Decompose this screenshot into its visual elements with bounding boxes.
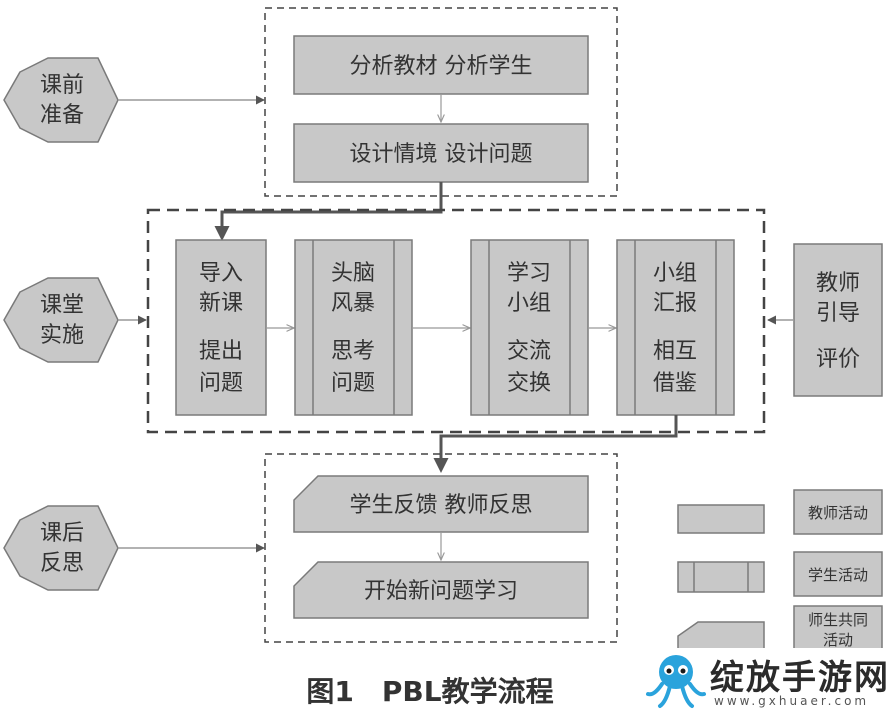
legend: 教师活动 学生活动 师生共同 活动 [677,489,883,655]
prep-to-class-arrow [214,182,443,241]
stage-prep-line2: 准备 [40,103,84,128]
step-brainstorm-b1: 思考 [331,339,375,364]
teacher-guide-l2: 引导 [816,301,860,326]
step-box [470,239,589,416]
legend-student-label: 学生活动 [808,566,868,584]
legend-student-label-box [793,551,883,597]
prep-box-analyze [293,35,589,95]
step-brainstorm-b2: 问题 [331,371,375,396]
watermark: 绽放手游网 www.gxhuaer.com [640,648,890,712]
octopus-logo-icon [646,655,706,708]
class-to-reflect-arrow [433,415,678,473]
teacher-guide-shape [793,243,883,397]
step-box [616,239,735,416]
hexagon-shape [3,57,119,143]
step-group-study-a1: 学习 [507,261,551,286]
hexagon-shape [3,505,119,591]
legend-teacher-label: 教师活动 [808,504,868,522]
legend-teacher-swatch [677,504,765,534]
step-intro-b1: 提出 [199,339,243,364]
class-step-report: 小组 汇报 相互 借鉴 [616,239,735,416]
legend-teacher-label-box [793,489,883,535]
figure-title: PBL教学流程 [381,675,554,708]
class-step-group-study: 学习 小组 交流 交换 [470,239,589,416]
step-intro-b2: 问题 [199,371,243,396]
reflect-box-new-problem [293,561,589,619]
stage-hexagon-reflect: 课后 反思 [3,505,119,591]
stage-hexagon-prep: 课前 准备 [3,57,119,143]
stage-reflect-line1: 课后 [40,521,84,546]
step-box [175,239,267,416]
step-intro-a1: 导入 [199,261,243,286]
step-group-study-a2: 小组 [507,291,551,316]
watermark-url: www.gxhuaer.com [714,694,870,708]
step-group-study-b2: 交换 [507,371,551,396]
stage-hexagon-class: 课堂 实施 [3,277,119,363]
step-report-b2: 借鉴 [653,371,697,396]
step-group-study-b1: 交流 [507,339,551,364]
step-report-a2: 汇报 [653,291,697,316]
prep-group-frame [264,7,618,197]
legend-joint-swatch [677,621,765,651]
class-step-intro: 导入 新课 提出 问题 [175,239,267,416]
figure-number: 图1 [306,675,354,708]
stage-reflect-line2: 反思 [40,551,84,576]
step-intro-a2: 新课 [199,291,243,316]
legend-joint-label-line2: 活动 [823,631,853,649]
teacher-guide-box: 教师 引导 评价 [793,243,883,397]
teacher-guide-l1: 教师 [816,271,860,296]
watermark-text: 绽放手游网 [710,658,890,698]
hexagon-shape [3,277,119,363]
legend-joint-label-line1: 师生共同 [808,611,868,629]
class-step-brainstorm: 头脑 风暴 思考 问题 [294,239,413,416]
reflect-group-frame [264,453,618,643]
legend-student-swatch [677,561,765,593]
step-report-a1: 小组 [653,261,697,286]
reflect-box-feedback-label: 学生反馈 教师反思 [350,493,533,518]
step-report-b1: 相互 [653,339,697,364]
stage-class-line1: 课堂 [40,293,84,318]
step-brainstorm-a1: 头脑 [331,261,375,286]
stage-class-line2: 实施 [40,323,84,348]
stage-prep-line1: 课前 [40,73,84,98]
legend-joint-label-box [793,605,883,655]
reflect-box-new-problem-label: 开始新问题学习 [364,579,518,604]
step-brainstorm-a2: 风暴 [331,291,375,316]
class-group-frame [146,208,766,434]
prep-box-design-label: 设计情境 设计问题 [350,142,533,167]
prep-box-design [293,123,589,183]
prep-box-analyze-label: 分析教材 分析学生 [350,54,533,79]
teacher-guide-l3: 评价 [816,347,860,372]
figure-caption: 图1 PBL教学流程 [230,672,630,712]
